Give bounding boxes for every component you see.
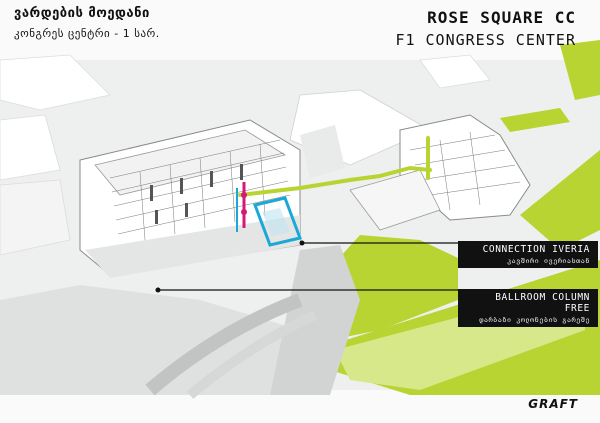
subtitle-english: F1 CONGRESS CENTER <box>395 31 576 49</box>
congress-roof-edge <box>94 129 287 196</box>
elevator-marker-1 <box>241 192 247 198</box>
lawn-top-right <box>560 40 600 100</box>
lawn-right-middle <box>520 150 600 250</box>
congress-facade <box>85 215 300 278</box>
leader-dot-iveria <box>299 240 305 246</box>
callout-label-en: BALLROOM COLUMN FREE <box>495 292 590 314</box>
floor-plan-grid <box>109 139 291 241</box>
connecting-wing <box>349 169 441 231</box>
curved-ramp-2 <box>186 310 318 399</box>
curved-ramp <box>145 293 303 396</box>
road-bottom-left <box>0 285 330 395</box>
callout-label-geo: კავშირი ივერიასთან <box>506 257 590 265</box>
leader-dot-ballroom <box>155 287 161 293</box>
callout-label-en: CONNECTION IVERIA <box>482 244 590 255</box>
elevator-marker-2 <box>241 209 247 215</box>
callout-label-geo: დარბაზი კოლონების გარეშე <box>479 316 590 324</box>
building-left-lower <box>0 179 71 256</box>
building-left <box>0 114 61 181</box>
iveria-floor-grid <box>409 131 521 211</box>
connection-tunnel-cyan <box>252 196 303 247</box>
building-top-center-side <box>300 125 345 178</box>
lawn-right-strip <box>500 108 570 132</box>
connection-tunnel-fill <box>262 208 290 236</box>
connection-path-green <box>238 165 432 197</box>
graft-logo: GRAFT <box>528 397 578 411</box>
callout-ballroom-column-free: BALLROOM COLUMN FREE დარბაზი კოლონების გ… <box>458 289 598 327</box>
building-top-right <box>419 54 491 89</box>
callout-connection-iveria: CONNECTION IVERIA კავშირი ივერიასთან <box>458 241 598 268</box>
title-georgian: ვარდების მოედანი <box>14 6 150 21</box>
structural-columns <box>150 164 243 224</box>
title-english: ROSE SQUARE CC <box>427 8 576 27</box>
building-top-left <box>0 54 111 111</box>
subtitle-georgian: კონგრეს ცენტრი - 1 სარ. <box>14 27 160 40</box>
